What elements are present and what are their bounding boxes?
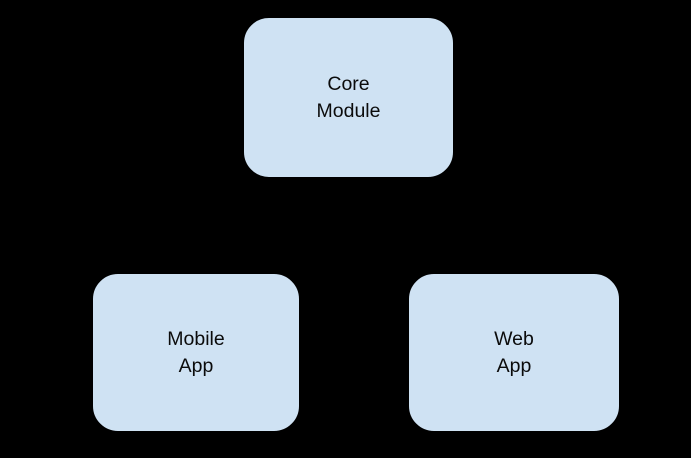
node-web-app-label: Web App xyxy=(494,327,534,377)
node-mobile-app: Mobile App xyxy=(92,273,300,432)
edge-core-to-mobile xyxy=(195,177,349,274)
node-web-app: Web App xyxy=(408,273,620,432)
edge-core-to-web xyxy=(347,177,515,274)
node-core-module-label: Core Module xyxy=(316,72,381,122)
node-core-module: Core Module xyxy=(243,17,454,178)
node-mobile-app-label: Mobile App xyxy=(167,327,225,377)
